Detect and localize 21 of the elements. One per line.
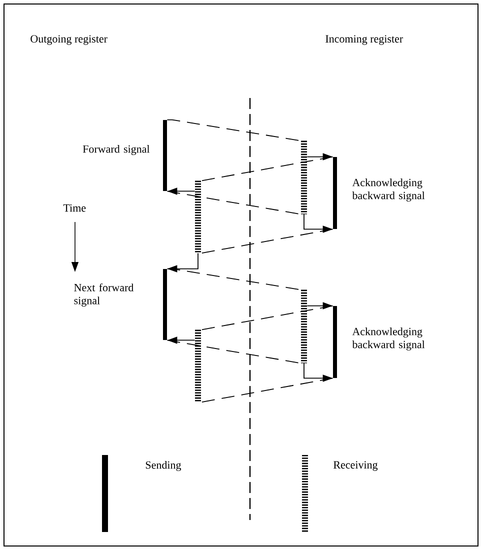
signal-line xyxy=(200,156,334,182)
signal-line xyxy=(200,378,334,403)
signal-line xyxy=(166,340,302,364)
receiving-bar xyxy=(195,330,201,402)
signal-label: Forward signal xyxy=(82,145,150,155)
legend-label: Sending xyxy=(146,461,182,471)
signal-line xyxy=(166,268,302,290)
signal-line xyxy=(200,305,334,330)
column-heading: Incoming register xyxy=(326,35,403,45)
column-heading: Outgoing register xyxy=(30,35,108,45)
legend-label: Receiving xyxy=(334,461,378,471)
receiving-bar xyxy=(195,180,201,254)
signal-label: Acknowledging backward signal xyxy=(352,178,425,202)
signal-line xyxy=(200,228,334,254)
signal-label: Acknowledging backward signal xyxy=(352,328,425,350)
receiving-bar xyxy=(301,290,307,364)
signal-line xyxy=(166,190,302,215)
time-label: Time xyxy=(63,204,86,212)
receiving-bar xyxy=(301,140,307,214)
signal-label: Next forward signal xyxy=(74,283,134,307)
signal-line xyxy=(166,119,302,142)
